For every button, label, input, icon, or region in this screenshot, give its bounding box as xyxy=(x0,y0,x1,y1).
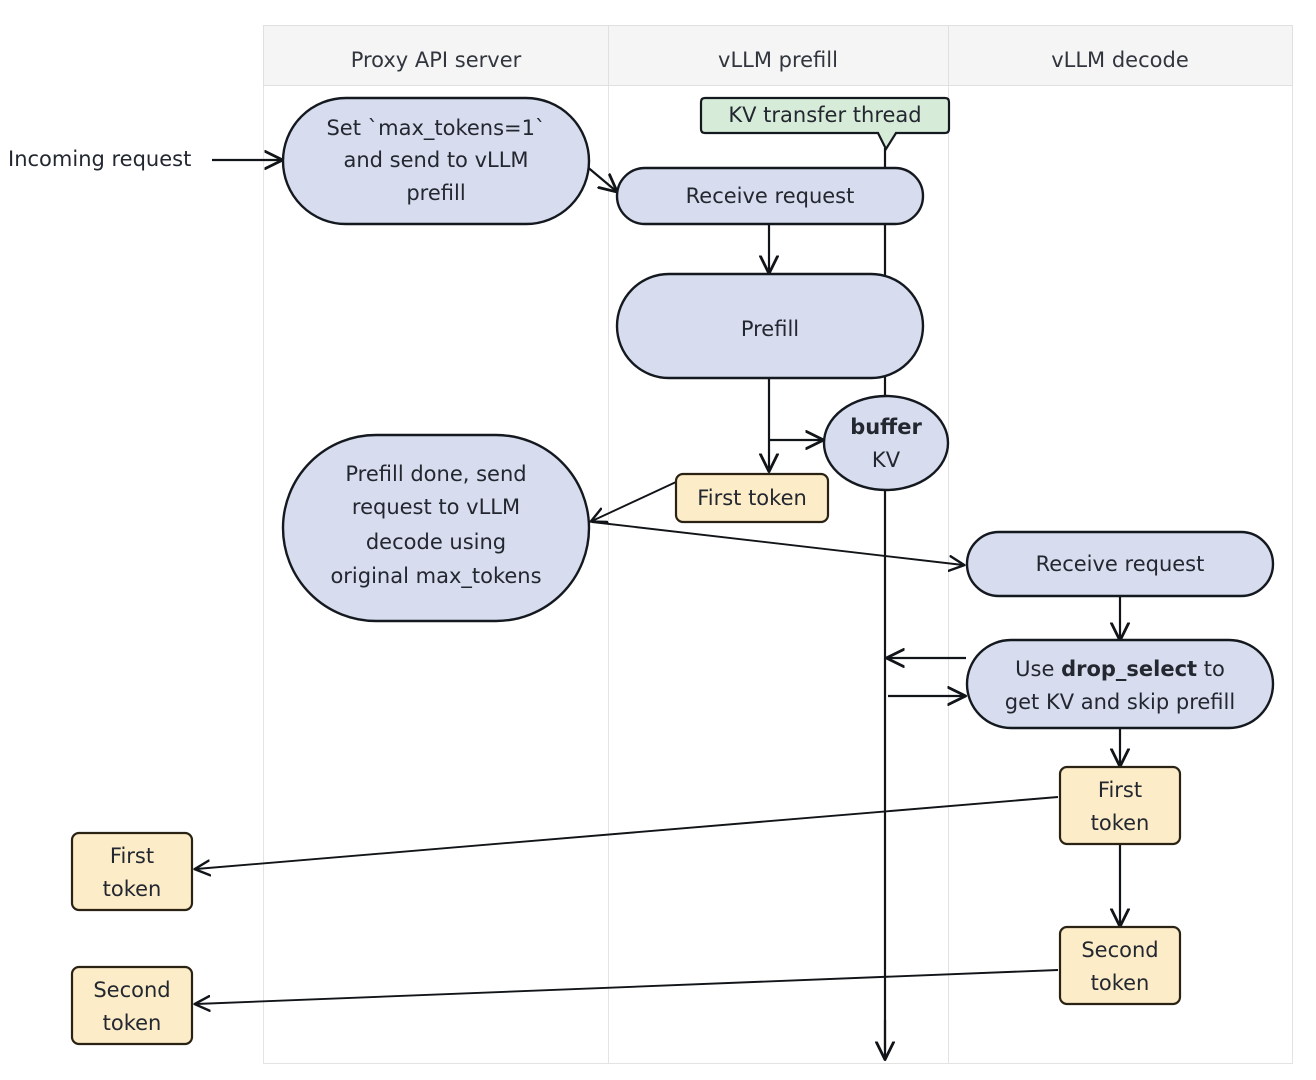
edge-prefill-done-to-decode-receive-request xyxy=(591,521,963,565)
node-buffer-kv-shape[interactable] xyxy=(822,394,950,492)
node-proxy-first-token-shape[interactable] xyxy=(70,831,194,912)
node-buffer-kv-line-1: buffer xyxy=(850,415,922,439)
node-proxy-second-token-line-2: token xyxy=(103,1011,162,1035)
node-prefill-shape[interactable] xyxy=(615,272,925,380)
node-buffer-kv[interactable]: buffer KV xyxy=(822,394,950,492)
node-prefill-done-shape[interactable] xyxy=(281,433,591,623)
node-prefill-first-token-shape[interactable] xyxy=(674,472,830,524)
node-proxy-first-token[interactable]: First token xyxy=(70,831,194,912)
edge-decode-second-token-to-proxy-second-token xyxy=(196,969,1059,1004)
node-decode-first-token-line-2: token xyxy=(1091,811,1150,835)
drop-select-text-to: to xyxy=(1197,657,1225,681)
swimlane-title-decode: vLLM decode xyxy=(1051,48,1189,72)
swimlane-header-prefill xyxy=(608,25,949,86)
node-set-max-tokens-shape[interactable] xyxy=(281,96,591,226)
node-drop-select-line-2: get KV and skip prefill xyxy=(1005,690,1235,714)
node-drop-select[interactable]: Use drop_select to get KV and skip prefi… xyxy=(965,638,1275,730)
node-proxy-second-token[interactable]: Second token xyxy=(70,965,194,1046)
node-prefill-first-token[interactable]: First token xyxy=(674,472,830,524)
edge-decode-first-token-to-proxy-first-token xyxy=(196,796,1059,869)
node-set-max-tokens-line-2: and send to vLLM xyxy=(343,148,528,172)
node-proxy-first-token-line-2: token xyxy=(103,877,162,901)
node-decode-second-token[interactable]: Second token xyxy=(1058,925,1182,1006)
edge-layer xyxy=(196,148,1120,1058)
node-decode-first-token[interactable]: First token xyxy=(1058,765,1182,846)
node-prefill-receive-request-shape[interactable] xyxy=(615,166,925,226)
node-decode-first-token-shape[interactable] xyxy=(1058,765,1182,846)
swimlane-title-proxy: Proxy API server xyxy=(351,48,522,72)
node-decode-receive-request[interactable]: Receive request xyxy=(965,530,1275,598)
node-kv-transfer-thread-shape[interactable] xyxy=(699,96,951,152)
node-decode-first-token-line-1: First xyxy=(1098,778,1142,802)
swimlane-title-prefill: vLLM prefill xyxy=(718,48,838,72)
node-buffer-kv-line-2: KV xyxy=(872,448,901,472)
swimlane-header-decode xyxy=(948,25,1293,86)
node-kv-transfer-thread-label: KV transfer thread xyxy=(728,103,921,127)
node-prefill-receive-request[interactable]: Receive request xyxy=(615,166,925,226)
node-set-max-tokens-line-1: Set `max_tokens=1` xyxy=(326,116,545,141)
node-prefill-first-token-label: First token xyxy=(697,486,807,510)
node-set-max-tokens[interactable]: Set `max_tokens=1` and send to vLLM pref… xyxy=(281,96,591,226)
drop-select-text-fn: drop_select xyxy=(1061,657,1197,681)
node-decode-second-token-shape[interactable] xyxy=(1058,925,1182,1006)
node-proxy-second-token-shape[interactable] xyxy=(70,965,194,1046)
node-prefill-done[interactable]: Prefill done, send request to vLLM decod… xyxy=(281,433,591,623)
node-proxy-second-token-line-1: Second xyxy=(93,978,170,1002)
node-decode-second-token-line-1: Second xyxy=(1081,938,1158,962)
edge-set-max-tokens-to-receive-request xyxy=(584,164,616,191)
node-prefill-receive-request-label: Receive request xyxy=(686,184,855,208)
node-prefill-done-line-2: request to vLLM xyxy=(352,495,520,519)
drop-select-text-use: Use xyxy=(1015,657,1061,681)
incoming-request-label: Incoming request xyxy=(8,147,191,171)
node-prefill-done-line-1: Prefill done, send xyxy=(345,462,526,486)
node-proxy-first-token-line-1: First xyxy=(110,844,154,868)
swimlane-header-proxy xyxy=(263,25,609,86)
node-drop-select-line-1: Use drop_select to xyxy=(1015,657,1225,681)
node-prefill[interactable]: Prefill xyxy=(615,272,925,380)
node-prefill-label: Prefill xyxy=(741,317,799,341)
swimlane-body-prefill xyxy=(608,85,949,1064)
node-decode-receive-request-label: Receive request xyxy=(1036,552,1205,576)
edge-first-token-to-prefill-done xyxy=(592,481,677,521)
node-kv-transfer-thread[interactable]: KV transfer thread xyxy=(699,96,951,152)
node-decode-receive-request-shape[interactable] xyxy=(965,530,1275,598)
node-decode-second-token-line-2: token xyxy=(1091,971,1150,995)
node-prefill-done-line-4: original max_tokens xyxy=(330,564,541,589)
node-prefill-done-line-3: decode using xyxy=(366,530,506,554)
node-drop-select-shape[interactable] xyxy=(965,638,1275,730)
node-set-max-tokens-line-3: prefill xyxy=(406,181,465,205)
